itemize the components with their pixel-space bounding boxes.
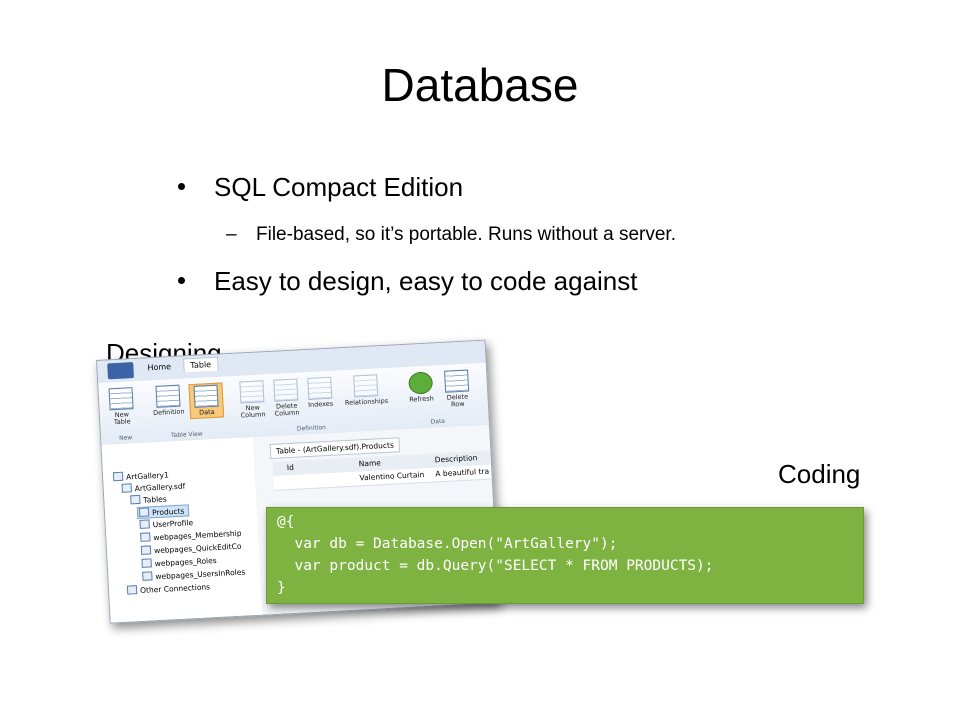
relationships-label: Relationships	[344, 396, 389, 408]
group-definition-label: Definition	[296, 424, 327, 433]
new-table-icon	[108, 387, 134, 411]
refresh-button: Refresh	[404, 371, 438, 404]
table-icon	[140, 532, 151, 542]
code-line: var product = db.Query("SELECT * FROM PR…	[277, 558, 714, 574]
refresh-icon	[408, 371, 434, 395]
bullet-dot-icon	[178, 277, 185, 284]
code-snippet: @{ var db = Database.Open("ArtGallery");…	[266, 507, 864, 604]
connection-icon	[126, 585, 138, 595]
new-column-icon	[239, 380, 265, 404]
data-icon	[193, 384, 219, 408]
tree-item-label: Products	[151, 506, 185, 518]
tree-item-label: webpages_Roles	[154, 555, 217, 569]
new-table-label: New Table	[113, 410, 131, 427]
delete-column-button: Delete Column	[270, 378, 302, 418]
table-icon	[139, 519, 150, 529]
indexes-label: Indexes	[307, 399, 334, 409]
tree-item: webpages_QuickEditCo	[140, 541, 242, 556]
group-new-label: New	[118, 434, 133, 442]
code-line: }	[277, 580, 286, 596]
grid-cell: Valentino Curtain	[359, 469, 425, 483]
column-header: Name	[358, 458, 382, 469]
folder-icon	[130, 494, 141, 505]
sub-bullet-text: File-based, so it’s portable. Runs witho…	[256, 224, 676, 245]
tree-item-label: Other Connections	[139, 582, 211, 596]
group-table-view-label: Table View	[170, 430, 203, 440]
tree-item-label: Tables	[143, 494, 167, 505]
dash-icon: –	[226, 224, 237, 245]
code-line: var db = Database.Open("ArtGallery");	[277, 536, 618, 552]
data-button: Data	[188, 382, 225, 420]
table-icon	[140, 545, 152, 555]
table-icon	[141, 558, 152, 568]
definition-label: Definition	[152, 407, 185, 418]
column-header: Description	[434, 453, 478, 465]
delete-row-icon	[444, 369, 470, 393]
database-tree: ArtGallery1 ArtGallery.sdf Tables Produc…	[101, 436, 264, 623]
bullet-text: SQL Compact Edition	[214, 172, 464, 202]
relationships-button: Relationships	[338, 374, 394, 408]
tree-item: webpages_Roles	[141, 555, 217, 569]
table-icon	[142, 571, 153, 581]
delete-row-label: Delete Row	[446, 392, 469, 409]
tree-item-label: webpages_QuickEditCo	[153, 541, 242, 556]
tab-table: Table	[183, 356, 219, 373]
definition-icon	[155, 384, 181, 408]
tab-home: Home	[147, 362, 172, 373]
bullet-dot-icon	[178, 183, 185, 190]
column-header: Id	[286, 462, 295, 473]
tree-item-label: UserProfile	[152, 518, 194, 530]
tree-item: Other Connections	[126, 581, 211, 596]
key-icon	[307, 376, 333, 400]
table-icon	[138, 507, 150, 517]
tree-item: ArtGallery.sdf	[121, 481, 186, 494]
new-column-button: New Column	[236, 380, 268, 420]
refresh-label: Refresh	[409, 394, 434, 404]
slide-title: Database	[381, 59, 579, 111]
database-file-icon	[121, 483, 132, 493]
data-label: Data	[198, 407, 215, 417]
group-data-label: Data	[430, 417, 446, 426]
indexes-button: Indexes	[304, 376, 336, 410]
bullet-text: Easy to design, easy to code against	[214, 266, 638, 296]
new-column-label: New Column	[240, 403, 266, 420]
grid-cell: A beautiful tra	[435, 466, 490, 479]
tree-item: webpages_UsersInRoles	[142, 566, 245, 581]
tree-item: Tables	[130, 493, 167, 505]
tree-item-label: ArtGallery1	[125, 470, 169, 482]
tree-item: ArtGallery1	[112, 469, 169, 482]
relationships-icon	[353, 374, 379, 398]
delete-column-label: Delete Column	[274, 401, 300, 418]
new-table-button: New Table	[107, 387, 137, 426]
tree-item-label: webpages_UsersInRoles	[155, 567, 246, 582]
tree-item-label: webpages_Membership	[153, 528, 242, 543]
code-line: @{	[277, 514, 295, 530]
tree-item-label: ArtGallery.sdf	[134, 481, 186, 494]
tree-item: UserProfile	[139, 517, 193, 530]
app-menu-icon	[107, 362, 134, 380]
definition-button: Definition	[150, 384, 186, 417]
database-icon	[112, 471, 124, 482]
delete-row-button: Delete Row	[440, 369, 474, 409]
coding-label: Coding	[778, 459, 861, 489]
delete-column-icon	[273, 378, 299, 402]
